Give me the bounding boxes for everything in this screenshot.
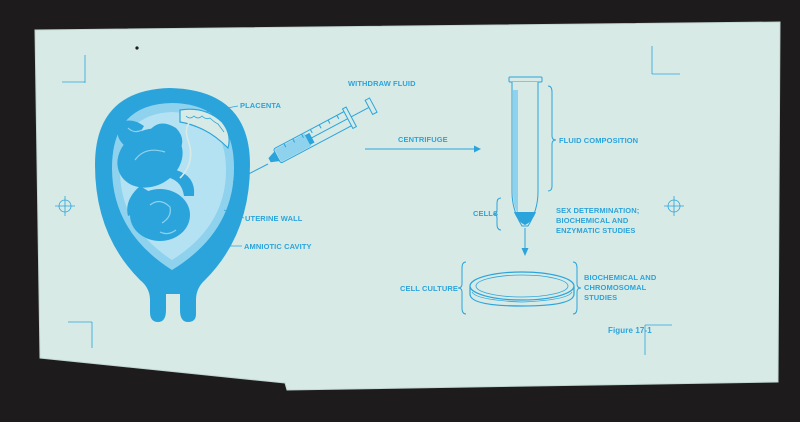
placenta-shape — [179, 108, 230, 150]
label-sex-determination-1: SEX DETERMINATION; — [556, 206, 639, 215]
label-biochemical-1: BIOCHEMICAL AND — [584, 273, 657, 282]
registration-target-left — [55, 196, 75, 216]
syringe-illustration — [232, 97, 378, 183]
umbilical-cord — [179, 121, 192, 179]
syringe-needle — [232, 163, 269, 183]
figure-number: Figure 17-1 — [608, 326, 652, 335]
label-withdraw-fluid: WITHDRAW FLUID — [348, 79, 416, 88]
fetus-highlights — [127, 127, 177, 235]
centrifuge-arrow — [365, 145, 481, 153]
label-centrifuge: CENTRIFUGE — [398, 135, 448, 144]
tube-to-dish-arrow — [521, 228, 529, 256]
uterus-illustration — [95, 88, 250, 322]
leader-lines — [204, 105, 245, 247]
test-tube — [508, 76, 543, 227]
label-biochemical-3: STUDIES — [584, 293, 617, 302]
fetus-shape — [117, 120, 195, 241]
label-sex-determination-2: BIOCHEMICAL AND — [556, 216, 629, 225]
label-sex-determination-3: ENZYMATIC STUDIES — [556, 226, 635, 235]
label-biochemical-2: CHROMOSOMAL — [584, 283, 647, 292]
label-cells: CELLS — [473, 209, 498, 218]
petri-dish — [469, 271, 575, 307]
label-amniotic-cavity: AMNIOTIC CAVITY — [244, 242, 312, 251]
label-placenta: PLACENTA — [240, 101, 282, 110]
label-uterine-wall: UTERINE WALL — [245, 214, 303, 223]
label-cell-culture: CELL CULTURE — [400, 284, 458, 293]
placenta-texture — [185, 115, 225, 133]
brackets — [457, 85, 582, 315]
label-fluid-composition: FLUID COMPOSITION — [559, 136, 638, 145]
registration-target-right — [664, 196, 684, 216]
crop-marks — [62, 46, 680, 355]
ink-dot — [135, 46, 139, 50]
